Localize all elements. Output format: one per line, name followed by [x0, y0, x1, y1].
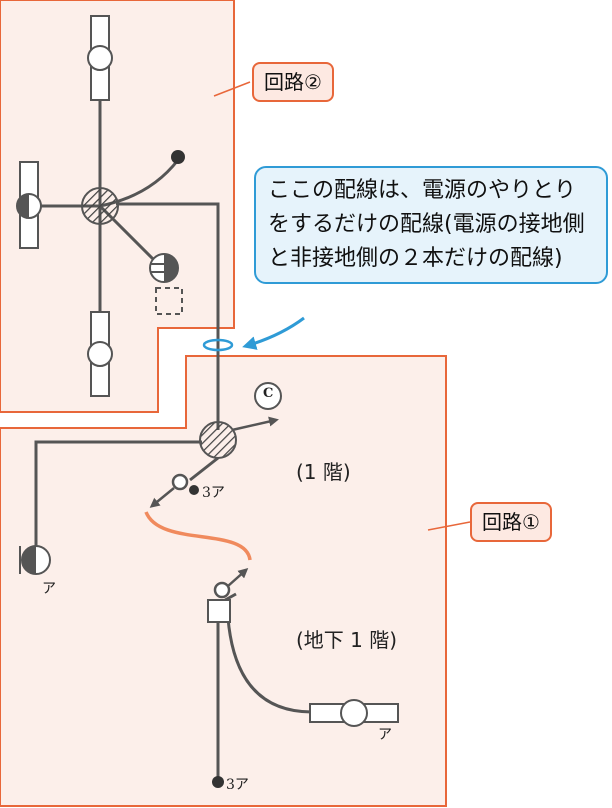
square-box [207, 599, 231, 623]
outlet-a-label-2: ア [378, 727, 392, 743]
ceiling-light-bottom [87, 311, 113, 397]
orange-wire [144, 511, 252, 561]
circuit1-label: 回路① [470, 502, 552, 542]
junction-box-circuit2 [81, 187, 119, 225]
circuit2-label: 回路② [252, 62, 334, 102]
ceiling-light-top [87, 15, 113, 101]
light-fixture-right [309, 699, 399, 727]
c-switch-arrow [231, 416, 279, 432]
wire-loop-marker [202, 338, 234, 352]
ceiling-light-left [16, 161, 42, 249]
pendant-dot [171, 150, 185, 164]
circuit1-leader [427, 521, 471, 531]
outlet-left [19, 545, 51, 575]
circuit2-leader [213, 81, 251, 97]
switch-c-symbol [254, 382, 282, 410]
switch-3way-label-2: 3ア [226, 777, 249, 793]
outlet-a-label-1: ア [42, 581, 56, 597]
circuit1-region [0, 355, 447, 807]
three-way-switch-top [149, 473, 199, 508]
switch-3way-label-1: 3ア [202, 485, 225, 501]
circuit1-wires [34, 440, 313, 780]
outlet-half-circle [149, 253, 179, 283]
wiring-note: ここの配線は、電源のやりとりをするだけの配線(電源の接地側と非接地側の２本だけの… [254, 166, 608, 284]
floor-1-label: (1 階) [296, 460, 351, 484]
basement-1-label: (地下 1 階) [296, 628, 398, 652]
switch-c-label: C [263, 386, 274, 401]
junction-box-circuit1 [199, 421, 237, 459]
blue-leader-arrow [242, 316, 305, 350]
dashed-box [155, 287, 183, 315]
three-way-switch-bottom [212, 776, 224, 788]
three-way-switch-mid [213, 568, 249, 599]
